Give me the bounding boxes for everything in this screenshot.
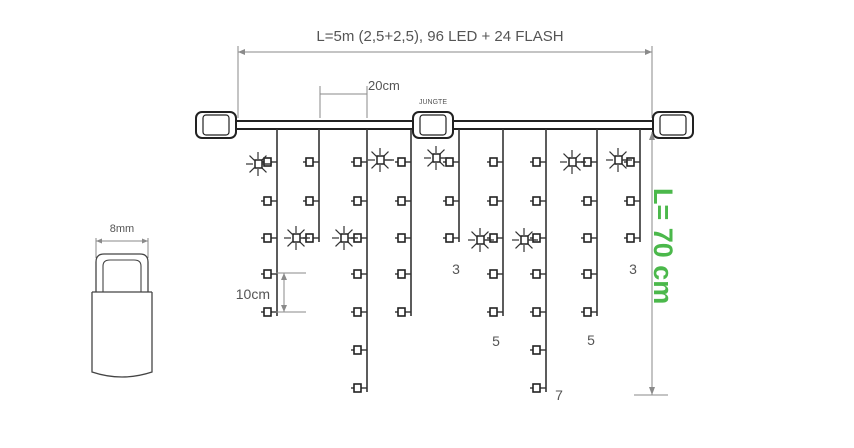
- height-dimension: L= 70 cm: [634, 132, 678, 396]
- led-bulb: [530, 383, 546, 393]
- led-bulb: [530, 157, 546, 167]
- led-bulb: [303, 196, 319, 206]
- connector-label: JUNGTE: [419, 99, 447, 106]
- led-bulb: [487, 157, 503, 167]
- width-label: 8mm: [110, 223, 134, 235]
- led-spacing-dimension: 10cm: [236, 272, 306, 313]
- led-bulb: [487, 233, 503, 243]
- led-bulb: [530, 345, 546, 355]
- led-bulb: [530, 233, 546, 243]
- flash-led-icon: [246, 152, 272, 176]
- cable-profile-detail: 8mm: [91, 223, 153, 378]
- led-bulb: [581, 196, 597, 206]
- led-bulb: [303, 157, 319, 167]
- led-bulb: [530, 196, 546, 206]
- led-bulb: [261, 157, 277, 167]
- led-bulb: [487, 196, 503, 206]
- spacing-label: 20cm: [368, 78, 400, 93]
- led-bulb: [624, 157, 640, 167]
- drop-count-label: 3: [452, 261, 460, 277]
- total-length-dimension: L=5m (2,5+2,5), 96 LED + 24 FLASH: [237, 28, 653, 118]
- left-connector: [195, 111, 237, 139]
- led-bulb: [395, 233, 411, 243]
- led-bulb: [487, 307, 503, 317]
- led-bulb: [351, 196, 367, 206]
- total-spec-label: L=5m (2,5+2,5), 96 LED + 24 FLASH: [316, 28, 563, 45]
- flash-led-icon: [560, 150, 586, 174]
- led-bulb: [351, 307, 367, 317]
- led-bulb: [351, 383, 367, 393]
- flash-leds: [246, 146, 632, 252]
- led-bulb: [443, 157, 459, 167]
- led-bulb: [443, 233, 459, 243]
- led-bulb: [395, 196, 411, 206]
- flash-led-icon: [424, 146, 450, 170]
- led-bulb: [487, 269, 503, 279]
- led-bulb: [395, 157, 411, 167]
- drop-count-label: 5: [587, 332, 595, 348]
- led-bulb: [581, 269, 597, 279]
- led-bulb: [443, 196, 459, 206]
- led-bulb: [261, 269, 277, 279]
- led-bulb: [351, 269, 367, 279]
- led-bulb: [624, 233, 640, 243]
- led-bulb: [261, 233, 277, 243]
- flash-led-icon: [284, 226, 310, 250]
- icicle-drops: [261, 129, 641, 393]
- led-bulb: [351, 345, 367, 355]
- flash-led-icon: [368, 148, 394, 172]
- led-bulb: [581, 307, 597, 317]
- led-bulb: [395, 269, 411, 279]
- drop-count-label: 3: [629, 261, 637, 277]
- flash-led-icon: [512, 228, 538, 252]
- flash-led-icon: [468, 228, 494, 252]
- led-bulb: [581, 233, 597, 243]
- led-bulb: [624, 196, 640, 206]
- led-bulb: [530, 307, 546, 317]
- middle-connector: JUNGTE: [412, 99, 454, 139]
- led-bulb: [261, 307, 277, 317]
- spacing-dimension: 20cm: [319, 78, 400, 118]
- drop-count-label: 5: [492, 333, 500, 349]
- height-label: L= 70 cm: [648, 188, 678, 304]
- led-bulb: [351, 157, 367, 167]
- flash-led-icon: [606, 148, 632, 172]
- led-spacing-label: 10cm: [236, 286, 270, 302]
- led-bulb: [261, 196, 277, 206]
- led-bulb: [395, 307, 411, 317]
- led-bulb: [530, 269, 546, 279]
- flash-led-icon: [332, 226, 358, 250]
- right-connector: [652, 111, 694, 139]
- drop-count-label: 7: [555, 387, 563, 403]
